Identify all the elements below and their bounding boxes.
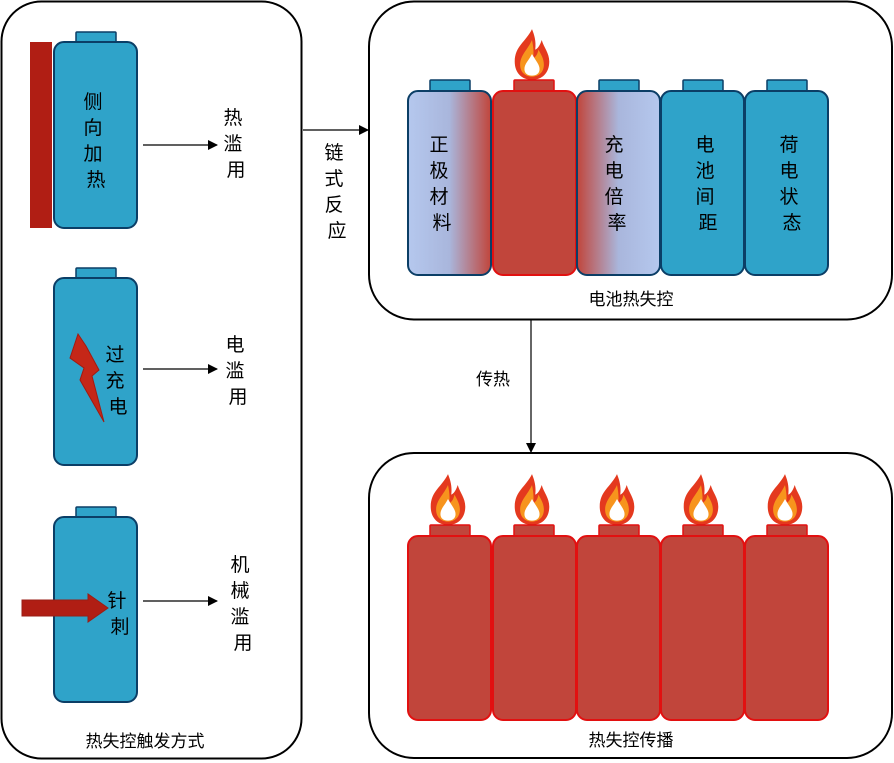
cell-text-char: 热: [86, 169, 105, 191]
trigger-panel-caption: 热失控触发方式: [86, 732, 205, 752]
abuse-label-char: 用: [228, 386, 247, 408]
battery-body: [576, 535, 661, 721]
battery-body: [407, 90, 492, 276]
heat-transfer-char: 热: [493, 370, 510, 390]
svg-text:荷 电 状: 荷 电 状 态: [779, 134, 804, 234]
cell-text-char: 间: [695, 186, 714, 208]
cell-text-char: 正: [429, 134, 448, 156]
svg-text:热 滥 用: 热 滥 用: [223, 107, 248, 181]
runaway-panel-caption: 电池热失控: [589, 290, 674, 310]
runaway-panel: 电池热失控 正 极 材 料 充 电 倍 率: [368, 0, 893, 321]
heater-bar-icon: [30, 42, 52, 228]
abuse-label-char: 滥: [223, 133, 242, 155]
cell-text-char: 电: [695, 134, 714, 156]
cell-text-char: 侧: [83, 91, 102, 113]
battery-cell-charge-rate: 充 电 倍 率: [576, 79, 661, 276]
cell-text-char: 状: [779, 186, 798, 208]
svg-text:机 械 滥: 机 械 滥 用: [230, 554, 255, 654]
chain-reaction-label: 链 式 反 应: [324, 142, 349, 242]
cell-text-char: 加: [83, 143, 102, 165]
chain-reaction-char: 式: [324, 168, 343, 190]
cell-text-char: 电: [604, 160, 623, 182]
cell-text-char: 倍: [604, 186, 623, 208]
abuse-label-char: 电: [225, 334, 244, 356]
svg-text:正 极 材: 正 极 材 料: [429, 134, 454, 234]
cell-text-char: 针: [107, 590, 126, 612]
svg-text:充 电 倍: 充 电 倍 率: [604, 134, 629, 234]
svg-text:电 滥 用: 电 滥 用: [225, 334, 250, 408]
battery-body: [744, 90, 829, 276]
propagation-panel-caption: 热失控传播: [589, 731, 674, 751]
cell-text-char: 率: [607, 212, 626, 234]
abuse-label-char: 热: [223, 107, 242, 129]
lightning-icon: [69, 332, 105, 423]
abuse-label-char: 机: [230, 554, 249, 576]
cell-text-char: 材: [429, 186, 448, 208]
cell-text-char: 池: [695, 160, 714, 182]
abuse-label-char: 用: [233, 632, 252, 654]
nail-arrow-icon: [21, 593, 109, 623]
battery-body: [576, 90, 661, 276]
overcharge-trigger-row: 过 充 电 电 滥 用: [53, 267, 250, 466]
battery-body: [492, 90, 577, 276]
svg-text:针 刺: 针 刺: [107, 590, 132, 638]
burning-cell: [407, 474, 492, 721]
cell-text-char: 充: [105, 370, 124, 392]
propagation-panel: 热失控传播: [368, 452, 893, 759]
battery-body: [492, 535, 577, 721]
abuse-label-char: 械: [230, 580, 249, 602]
battery-body: [660, 535, 745, 721]
chain-reaction-char: 应: [327, 220, 346, 242]
cell-text-char: 料: [432, 212, 451, 234]
abuse-label-char: 滥: [225, 360, 244, 382]
burning-cell: [744, 474, 829, 721]
cell-text-char: 极: [429, 160, 448, 182]
battery-body: [660, 90, 745, 276]
cell-text-char: 电: [108, 396, 127, 418]
svg-text:电 池 间: 电 池 间 距: [695, 134, 720, 234]
cell-text-char: 电: [779, 160, 798, 182]
battery-cell-soc: 荷 电 状 态: [744, 79, 829, 276]
cell-text-char: 过: [105, 344, 124, 366]
cell-text-char: 充: [604, 134, 623, 156]
chain-reaction-char: 链: [324, 142, 343, 164]
heat-transfer-char: 传: [476, 370, 493, 390]
heating-trigger-row: 侧 向 加 热 热 滥 用: [30, 31, 248, 229]
battery-body: [407, 535, 492, 721]
battery-cell-spacing: 电 池 间 距: [660, 79, 745, 276]
abuse-label-char: 滥: [230, 606, 249, 628]
battery-cell-cathode: 正 极 材 料: [407, 79, 492, 276]
heat-transfer-label: 传热: [476, 370, 510, 390]
cell-text-char: 向: [83, 117, 102, 139]
svg-text:过 充 电: 过 充 电: [105, 344, 130, 418]
abuse-label-char: 用: [226, 159, 245, 181]
nail-trigger-row: 针 刺 机 械 滥 用: [21, 506, 255, 703]
burning-cell: [492, 474, 577, 721]
chain-reaction-char: 反: [324, 194, 343, 216]
cell-text-char: 荷: [779, 134, 798, 156]
cell-text-char: 距: [698, 212, 717, 234]
svg-text:侧 向 加: 侧 向 加 热: [83, 91, 108, 191]
battery-body: [744, 535, 829, 721]
cell-text-char: 态: [782, 212, 801, 234]
trigger-panel: 热失控触发方式 侧 向 加 热 热 滥 用 过: [0, 0, 303, 760]
cell-text-char: 刺: [110, 616, 129, 638]
battery-body: [53, 41, 138, 229]
